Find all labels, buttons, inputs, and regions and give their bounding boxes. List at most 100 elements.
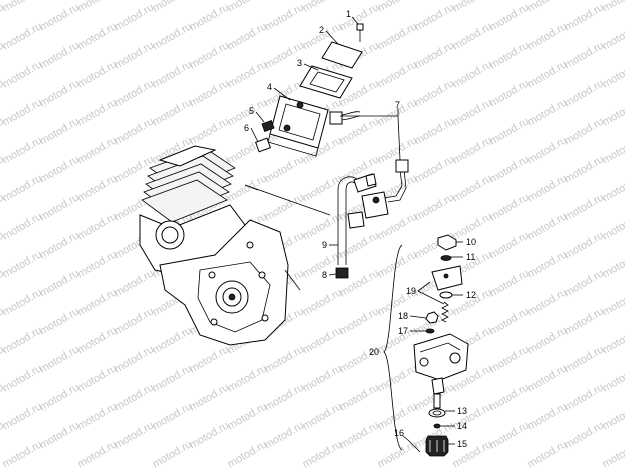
watermark-text: motod.ru [563,153,607,185]
callout-16: 16 [394,428,404,438]
watermark-text: motod.ru [38,419,82,451]
watermark-text: motod.ru [1,134,45,166]
washer-part-11 [440,255,452,261]
watermark-text: motod.ru [338,229,382,261]
watermark-text: motod.ru [563,191,607,223]
callout-15: 15 [457,439,467,449]
watermark-text: motod.ru [451,96,495,128]
watermark-text: motod.ru [188,343,232,375]
watermark-text: motod.ru [526,438,570,468]
leader-lines [244,16,401,276]
watermark-text: motod.ru [113,267,157,299]
watermark-text: motod.ru [526,20,570,52]
callout-19: 19 [406,286,416,296]
watermark-text: motod.ru [113,39,157,71]
watermark-text: motod.ru [113,77,157,109]
watermark-text: motod.ru [526,286,570,318]
callout-2: 2 [319,25,324,35]
watermark-text: motod.ru [38,191,82,223]
watermark-text: motod.ru [451,0,495,15]
watermark-text: motod.ru [151,96,195,128]
watermark-text: motod.ru [526,58,570,90]
watermark-text: motod.ru [563,343,607,375]
watermark-text: motod.ru [188,381,232,413]
assembly-bracket [383,244,403,451]
watermark-text: motod.ru [76,438,120,468]
callout-4: 4 [267,82,272,92]
washer-part-12 [439,291,453,299]
watermark-text: motod.ru [413,153,457,185]
watermark-text: motod.ru [451,58,495,90]
watermark-text: motod.ru [526,248,570,280]
watermark-text: motod.ru [76,58,120,90]
watermark-text: motod.ru [38,381,82,413]
callout-1: 1 [346,9,351,19]
watermark-text: motod.ru [488,305,532,337]
reed-plate [299,65,353,99]
watermark-text: motod.ru [151,324,195,356]
watermark-text: motod.ru [151,400,195,432]
watermark-text: motod.ru [151,438,195,468]
watermark-text: motod.ru [188,1,232,33]
watermark-text: motod.ru [188,419,232,451]
watermark-text: motod.ru [263,343,307,375]
watermark-text: motod.ru [226,438,270,468]
spring-part-19 [441,301,449,323]
watermark-text: motod.ru [488,39,532,71]
watermark-text: motod.ru [263,381,307,413]
watermark-text: motod.ru [488,191,532,223]
callout-5: 5 [249,106,254,116]
watermark-text: motod.ru [526,134,570,166]
watermark-text: motod.ru [301,0,345,15]
watermark-text: motod.ru [451,134,495,166]
watermark-text: motod.ru [263,191,307,223]
screw-part-1 [356,23,364,42]
watermark-text: motod.ru [38,229,82,261]
watermark-text: motod.ru [38,115,82,147]
cover-gasket [321,41,363,69]
watermark-text: motod.ru [376,20,420,52]
watermark-text: motod.ru [601,438,625,468]
callout-17: 17 [398,326,408,336]
watermark-text: motod.ru [376,0,420,15]
watermark-text: motod.ru [188,39,232,71]
watermark-text: motod.ru [526,0,570,15]
clamp-part-8 [335,267,349,279]
watermark-text: motod.ru [488,419,532,451]
watermark-text: motod.ru [451,20,495,52]
watermark-text: motod.ru [338,305,382,337]
watermark-text: motod.ru [526,400,570,432]
watermark-text: motod.ru [301,324,345,356]
watermark-text: motod.ru [488,153,532,185]
watermark-text: motod.ru [526,210,570,242]
callout-13: 13 [457,406,467,416]
watermark-text: motod.ru [76,20,120,52]
watermark-text: motod.ru [488,77,532,109]
watermark-text: motod.ru [488,381,532,413]
watermark-text: motod.ru [413,191,457,223]
watermark-text: motod.ru [113,153,157,185]
callout-11: 11 [466,252,475,262]
watermark-text: motod.ru [338,381,382,413]
o-ring-part-13 [428,408,446,418]
washer-part-17 [425,328,435,334]
watermark-text: motod.ru [226,362,270,394]
watermark-text: motod.ru [376,248,420,280]
watermark-text: motod.ru [526,324,570,356]
watermark-text: motod.ru [76,324,120,356]
watermark-text: motod.ru [38,153,82,185]
watermark-text: motod.ru [226,400,270,432]
watermark-text: motod.ru [188,77,232,109]
oil-lines [329,111,409,279]
watermark-text: motod.ru [338,419,382,451]
watermark-text: motod.ru [113,381,157,413]
watermark-text: motod.ru [76,400,120,432]
callout-labels: 1 2 3 4 5 6 7 8 9 10 11 12 13 14 15 16 1… [244,9,476,449]
engine-block [139,145,301,346]
tee-fitting [361,191,389,219]
watermark-text: motod.ru [301,286,345,318]
watermark-text: motod.ru [226,0,270,15]
watermark-text: motod.ru [1,210,45,242]
callout-7: 7 [395,100,400,110]
